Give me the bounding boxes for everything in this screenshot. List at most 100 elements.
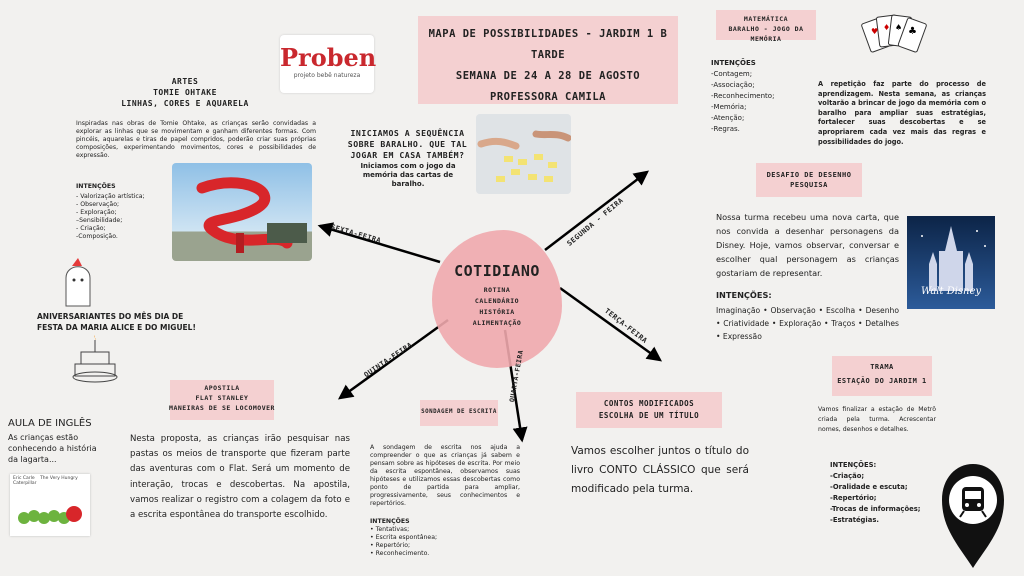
matematica-title: MATEMÁTICA BARALHO - JOGO DA MEMÓRIA — [716, 14, 816, 44]
title-line-3: PROFESSORA CAMILA — [490, 91, 606, 103]
trama-intentions: INTENÇÕES: -Criação; -Oralidade e escuta… — [830, 460, 950, 526]
sondagem-intention: • Escrita espontânea; — [370, 534, 438, 541]
apostila-title: APOSTILA FLAT STANLEY MANEIRAS DE SE LOC… — [160, 383, 284, 413]
arrow-sexta — [317, 222, 441, 264]
cake-icon — [70, 332, 120, 384]
title-line-2: SEMANA DE 24 A 28 DE AGOSTO — [455, 70, 641, 82]
matematica-body: A repetição faz parte do processo de apr… — [818, 80, 986, 146]
artes-intention: -Composição. — [76, 233, 118, 240]
book-author: Eric Carle — [13, 476, 35, 481]
artes-intention: –Sensibilidade; — [76, 217, 123, 224]
page-title: MAPA DE POSSIBILIDADES - JARDIM 1 B TARD… — [418, 24, 678, 108]
trama-title-2: ESTAÇÃO DO JARDIM 1 — [837, 377, 927, 385]
arrow-terca — [559, 286, 663, 362]
sondagem-intentions-title: INTENÇÕES — [370, 518, 410, 525]
trama-intention: -Criação; — [830, 472, 865, 480]
trama-intention: -Oralidade e escuta; — [830, 483, 908, 491]
caterpillar-book: Eric Carle The Very Hungry Caterpillar — [10, 474, 90, 536]
artes-title: ARTES TOMIE OHTAKE LINHAS, CORES E AQUAR… — [110, 76, 260, 109]
ingles-body: As crianças estão conhecendo a história … — [8, 433, 97, 464]
logo: Proben projeto bebê natureza — [280, 35, 377, 93]
apostila-title-3: MANEIRAS DE SE LOCOMOVER — [169, 404, 275, 412]
trama-body: Vamos finalizar a estação de Metrô criad… — [818, 406, 936, 433]
matematica-intention: -Regras. — [711, 125, 740, 133]
sondagem-intention: • Reconhecimento. — [370, 550, 430, 557]
cotidiano-item: ROTINA — [483, 286, 511, 294]
contos-title: CONTOS MODIFICADOS ESCOLHA DE UM TÍTULO — [576, 398, 722, 422]
sondagem-title: SONDAGEM DE ESCRITA — [421, 409, 497, 415]
matematica-intention: -Contagem; — [711, 70, 753, 78]
ghost-icon — [58, 258, 98, 308]
cotidiano-item: HISTÓRIA — [479, 308, 515, 316]
svg-text:♥: ♥ — [871, 27, 878, 36]
logo-subtitle: projeto bebê natureza — [293, 72, 361, 79]
desafio-title-1: DESAFIO DE DESENHO — [766, 171, 852, 179]
book-title: Eric Carle The Very Hungry Caterpillar — [10, 474, 90, 488]
desafio-title: DESAFIO DE DESENHO PESQUISA — [756, 170, 862, 190]
cotidiano-title: COTIDIANO — [454, 262, 540, 280]
trama-intention: -Estratégias. — [830, 516, 879, 524]
playing-cards-icon: ♥ ♦ ♠ ♣ — [858, 6, 928, 66]
apostila-banner — [170, 380, 274, 420]
artes-intention: - Observação; — [76, 201, 120, 208]
logo-text: Proben — [280, 43, 377, 72]
contos-title-2: ESCOLHA DE UM TÍTULO — [598, 411, 700, 420]
sondagem-intention: • Tentativas; — [370, 526, 410, 533]
artes-title-1: ARTES — [171, 77, 199, 86]
artes-intention: - Exploração; — [76, 209, 117, 216]
desafio-intentions: Imaginação • Observação • Escolha • Dese… — [716, 306, 899, 341]
cards-photo — [476, 114, 571, 194]
cotidiano-item: CALENDÁRIO — [474, 297, 520, 305]
matematica-intention: -Associação; — [711, 81, 755, 89]
ingles-title: AULA DE INGLÊS — [8, 418, 92, 429]
svg-text:♠: ♠ — [895, 23, 902, 32]
artes-title-3: LINHAS, CORES E AQUARELA — [121, 99, 249, 108]
desafio-title-2: PESQUISA — [790, 181, 828, 189]
disney-logo-text: Walt Disney — [920, 286, 982, 297]
cotidiano-blob — [432, 230, 562, 368]
trama-intentions-title: INTENÇÕES: — [830, 461, 877, 469]
matematica-intention: -Memória; — [711, 103, 747, 111]
trama-title-1: TRAMA — [870, 363, 894, 371]
artes-intentions-title: INTENÇÕES — [76, 183, 116, 190]
sequencia-sub: Iniciamos com o jogo da memória das cart… — [360, 162, 456, 188]
apostila-title-1: APOSTILA — [204, 384, 240, 392]
artes-intentions: INTENÇÕES - Valorização artística; - Obs… — [76, 183, 156, 241]
artes-intention: - Valorização artística; — [76, 193, 145, 200]
contos-body: Vamos escolher juntos o título do livro … — [571, 445, 749, 495]
matematica-banner — [716, 10, 816, 40]
sondagem-intentions: INTENÇÕES • Tentativas; • Escrita espont… — [370, 518, 520, 558]
contos-banner — [576, 392, 722, 428]
header-banner — [418, 16, 678, 104]
trama-banner — [832, 356, 932, 396]
sculpture-image — [172, 163, 312, 261]
desafio-body: Nossa turma recebeu uma nova carta, que … — [716, 212, 899, 278]
apostila-title-2: FLAT STANLEY — [195, 394, 249, 402]
desafio-intentions-title: INTENÇÕES: — [716, 290, 772, 300]
desafio-banner — [756, 163, 862, 197]
matematica-title-1: MATEMÁTICA — [743, 15, 789, 23]
matematica-intention: -Atenção; — [711, 114, 745, 122]
matematica-intentions: INTENÇÕES -Contagem; -Associação; -Recon… — [711, 58, 801, 135]
sequencia-text: INICIAMOS A SEQUÊNCIA SOBRE BARALHO. QUE… — [347, 128, 468, 160]
arrow-quinta — [337, 318, 449, 400]
svg-text:♦: ♦ — [883, 23, 890, 32]
sondagem-body: A sondagem de escrita nos ajuda a compre… — [370, 444, 520, 507]
contos-title-1: CONTOS MODIFICADOS — [603, 399, 695, 408]
matematica-intention: -Reconhecimento; — [711, 92, 775, 100]
artes-title-2: TOMIE OHTAKE — [153, 88, 217, 97]
sondagem-banner — [420, 400, 498, 426]
matematica-intentions-title: INTENÇÕES — [711, 59, 756, 67]
cotidiano-item: ALIMENTAÇÃO — [472, 319, 522, 327]
artes-intention: - Criação; — [76, 225, 106, 232]
title-line-1: MAPA DE POSSIBILIDADES - JARDIM 1 B TARD… — [428, 28, 668, 61]
arrow-segunda — [544, 170, 649, 251]
svg-text:♣: ♣ — [908, 26, 917, 37]
sondagem-intention: • Repertório; — [370, 542, 411, 549]
metro-pin-icon — [938, 460, 1008, 570]
trama-title: TRAMA ESTAÇÃO DO JARDIM 1 — [832, 360, 932, 388]
artes-body: Inspiradas nas obras de Tomie Ohtake, as… — [76, 120, 316, 159]
disney-castle-image: Walt Disney — [907, 216, 995, 309]
apostila-body: Nesta proposta, as crianças irão pesquis… — [130, 434, 350, 521]
book-title-text: The Very Hungry Caterpillar — [13, 476, 78, 486]
